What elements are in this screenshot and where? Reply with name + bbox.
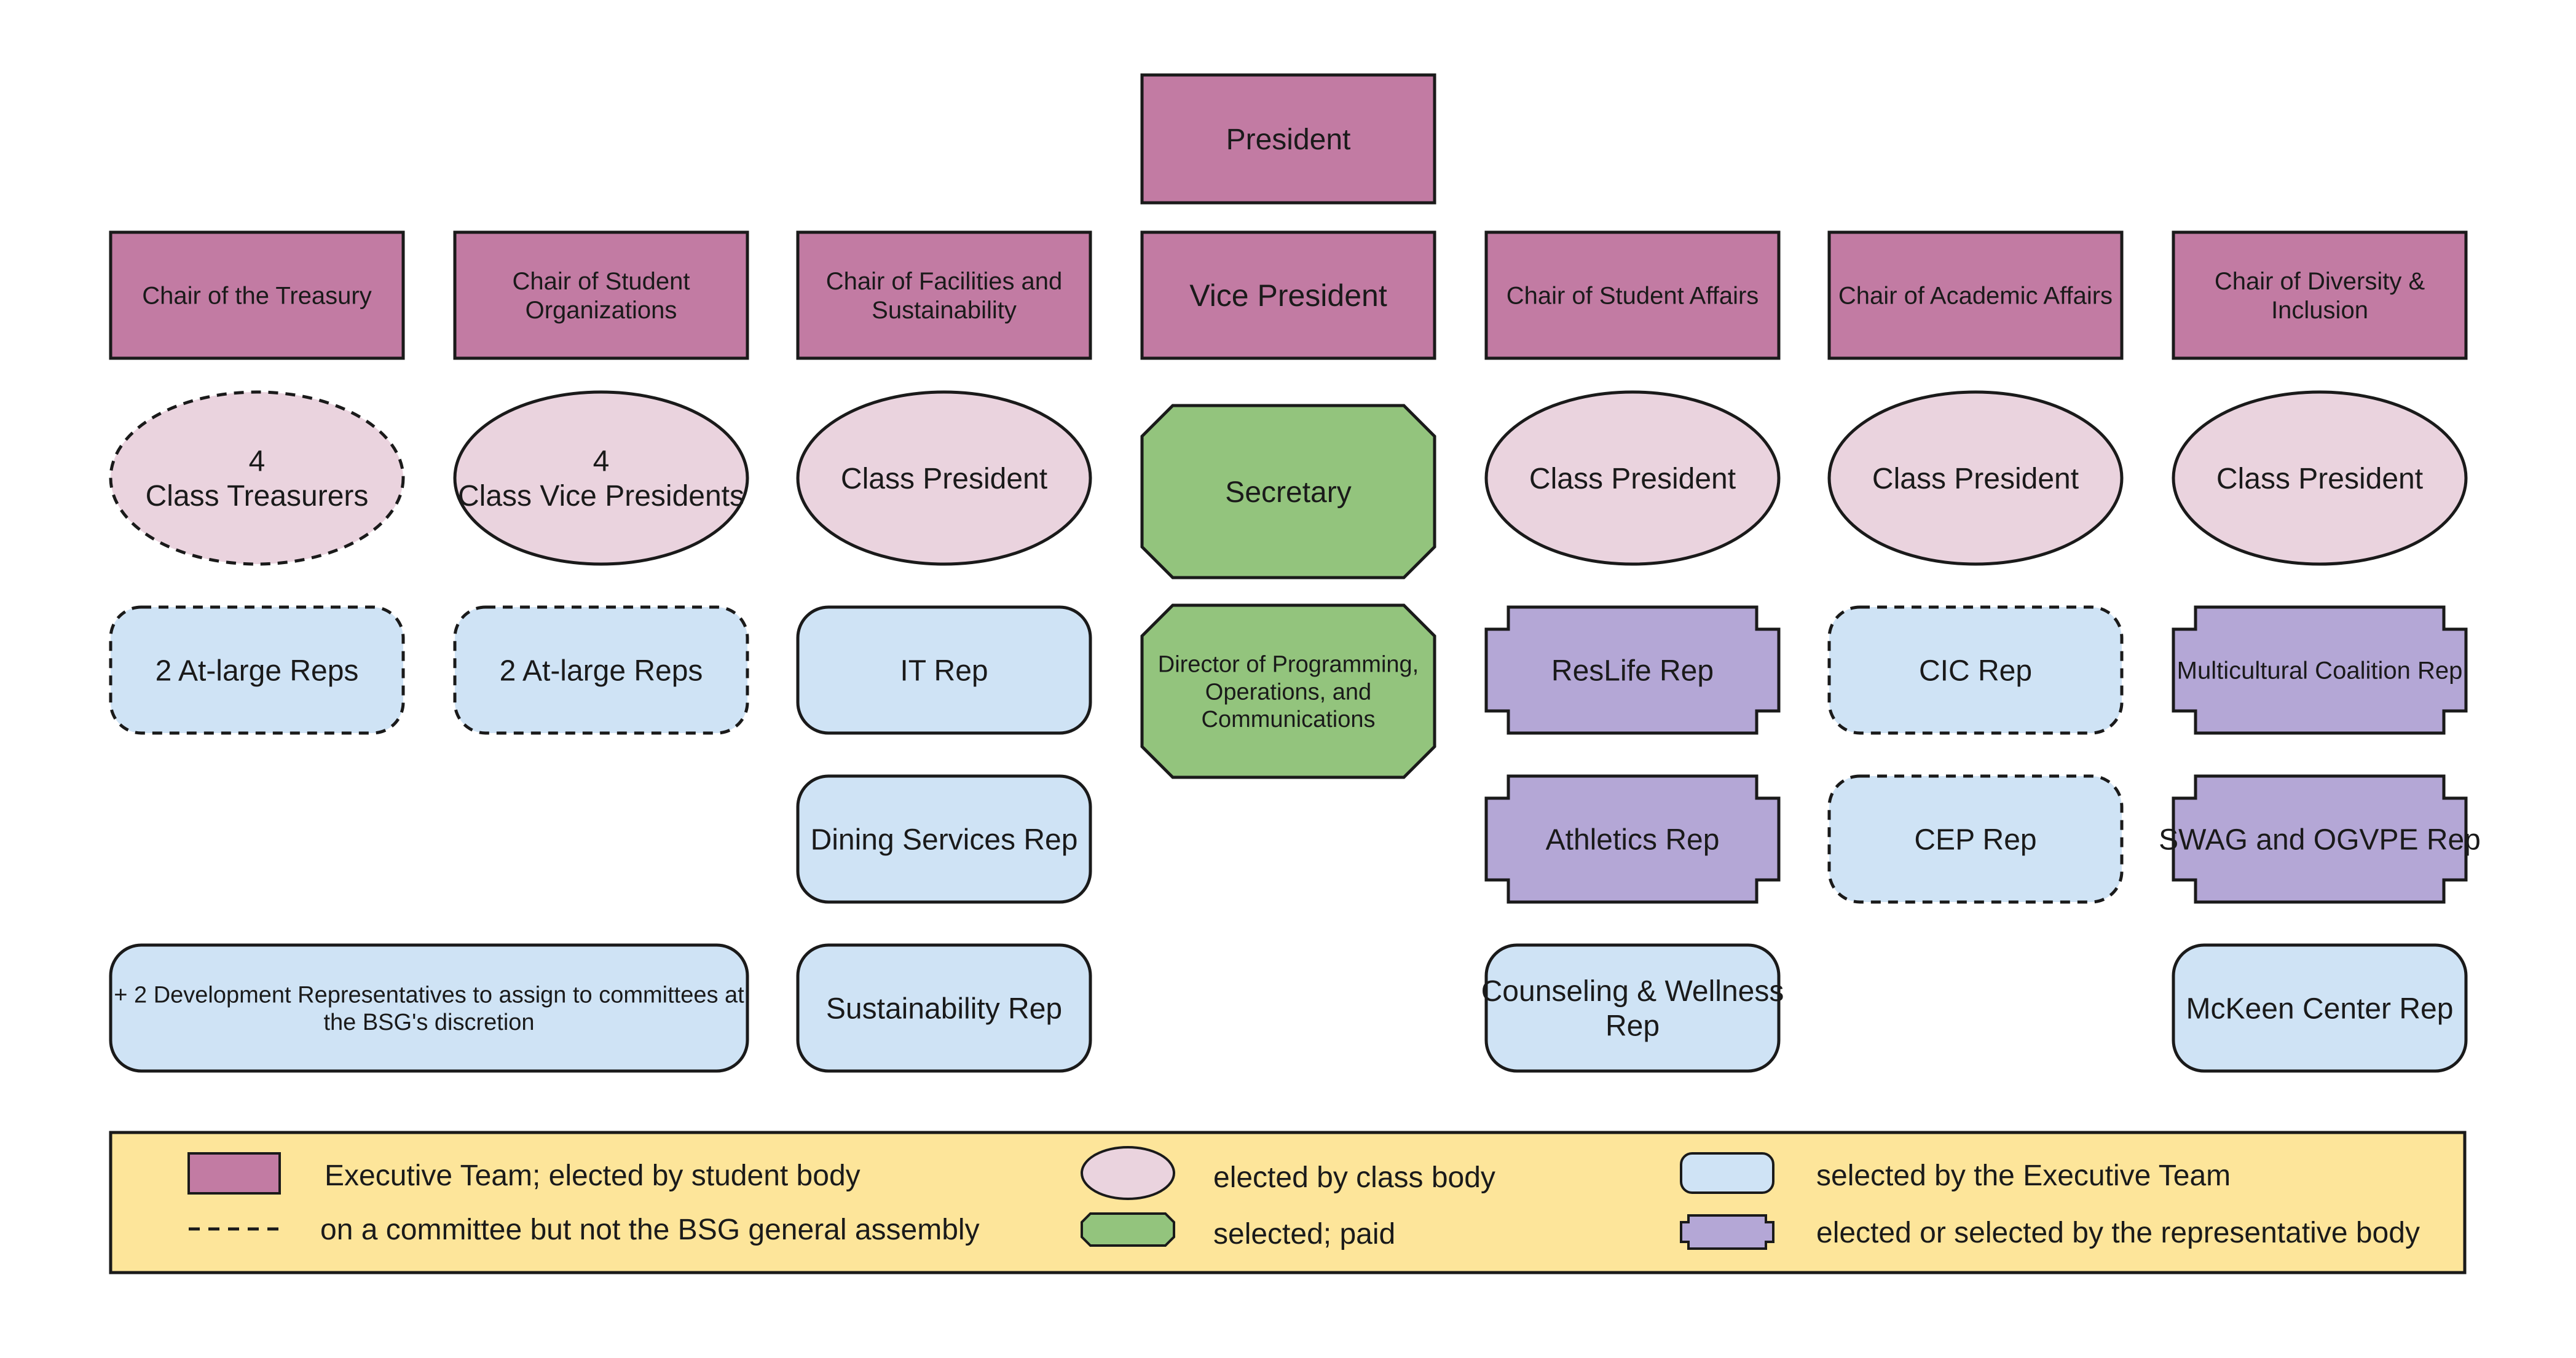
legend-background bbox=[109, 1131, 2467, 1274]
legend-executive-label: Executive Team; elected by student body bbox=[325, 1160, 861, 1192]
cic-rep-chair-of-academic-affairs-node bbox=[1827, 605, 2124, 735]
development-reps-label-line-2: the BSG's discretion bbox=[323, 1010, 534, 1035]
2-at-large-reps-chair-of-student-organizations-label: 2 At-large Reps bbox=[500, 654, 703, 687]
multicultural-coalition-rep-chair-of-diversity-and-inclusion-node bbox=[2172, 605, 2468, 735]
chair-of-student-affairs-label: Chair of Student Affairs bbox=[1507, 283, 1759, 310]
chair-of-student-affairs-box bbox=[1484, 230, 1781, 360]
chair-of-facilities-and-sustainability-label-line-1: Chair of Facilities and bbox=[826, 268, 1063, 295]
legend-selected-paid-swatch bbox=[1081, 1212, 1175, 1247]
4-class-treasurers-chair-of-the-treasury-node bbox=[109, 390, 405, 566]
chair-of-student-organizations-box bbox=[453, 230, 749, 360]
it-rep-chair-of-facilities-and-sustainability-label: IT Rep bbox=[900, 654, 988, 687]
secretary-vice-president-label: Secretary bbox=[1225, 476, 1351, 509]
class-president-chair-of-diversity-and-inclusion-label: Class President bbox=[2216, 463, 2423, 495]
director-of-programming-operations-and-communications-vice-president-label-line-2: Operations, and bbox=[1205, 679, 1371, 705]
swag-and-ogvpe-rep-chair-of-diversity-and-inclusion-label: SWAG and OGVPE Rep bbox=[2159, 823, 2481, 856]
legend: Executive Team; elected by student body … bbox=[109, 1131, 2467, 1274]
4-class-vice-presidents-chair-of-student-organizations-node bbox=[453, 390, 749, 566]
chair-of-academic-affairs-label: Chair of Academic Affairs bbox=[1838, 283, 2113, 310]
4-class-treasurers-chair-of-the-treasury-label-line-1: 4 bbox=[249, 445, 266, 477]
chair-of-academic-affairs-box bbox=[1827, 230, 2124, 360]
chair-of-student-organizations-label-line-1: Chair of Student bbox=[512, 268, 690, 295]
reslife-rep-chair-of-student-affairs-node bbox=[1484, 605, 1781, 735]
secretary-vice-president-node bbox=[1140, 404, 1436, 579]
swag-and-ogvpe-rep-chair-of-diversity-and-inclusion-node bbox=[2172, 774, 2468, 904]
cic-rep-chair-of-academic-affairs-label: CIC Rep bbox=[1919, 654, 2032, 687]
chair-of-diversity-and-inclusion-label-line-2: Inclusion bbox=[2271, 297, 2368, 324]
4-class-vice-presidents-chair-of-student-organizations-label-line-1: 4 bbox=[593, 445, 610, 477]
director-of-programming-operations-and-communications-vice-president-node bbox=[1140, 603, 1436, 779]
chair-of-the-treasury-label: Chair of the Treasury bbox=[142, 283, 372, 310]
2-at-large-reps-chair-of-the-treasury-label: 2 At-large Reps bbox=[156, 654, 359, 687]
legend-executive-selected-swatch bbox=[1680, 1152, 1774, 1194]
athletics-rep-chair-of-student-affairs-label: Athletics Rep bbox=[1546, 823, 1720, 856]
multicultural-coalition-rep-chair-of-diversity-and-inclusion-label: Multicultural Coalition Rep bbox=[2177, 657, 2463, 685]
sustainability-rep-chair-of-facilities-and-sustainability-node bbox=[796, 943, 1092, 1073]
counseling-and-wellness-rep-chair-of-student-affairs-label-line-1: Counseling & Wellness bbox=[1481, 975, 1784, 1008]
vice-president-box bbox=[1140, 230, 1436, 360]
legend-class-body-label: elected by class body bbox=[1213, 1161, 1495, 1194]
mckeen-center-rep-chair-of-diversity-and-inclusion-node bbox=[2172, 943, 2468, 1073]
athletics-rep-chair-of-student-affairs-node bbox=[1484, 774, 1781, 904]
mckeen-center-rep-chair-of-diversity-and-inclusion-label: McKeen Center Rep bbox=[2186, 992, 2454, 1025]
chair-of-the-treasury-box bbox=[109, 230, 405, 360]
chair-of-facilities-and-sustainability-label-line-2: Sustainability bbox=[872, 297, 1017, 324]
legend-executive-swatch bbox=[187, 1152, 281, 1195]
chair-of-student-organizations-label-line-2: Organizations bbox=[526, 297, 677, 324]
president-label: President bbox=[1226, 124, 1351, 156]
class-president-chair-of-academic-affairs-node bbox=[1827, 390, 2124, 566]
development-reps-node bbox=[109, 943, 749, 1073]
sustainability-rep-chair-of-facilities-and-sustainability-label: Sustainability Rep bbox=[826, 992, 1062, 1025]
legend-dashed-label: on a committee but not the BSG general a… bbox=[320, 1214, 980, 1246]
4-class-treasurers-chair-of-the-treasury-label-line-2: Class Treasurers bbox=[146, 480, 369, 512]
development-reps-label-line-1: + 2 Development Representatives to assig… bbox=[114, 982, 744, 1008]
class-president-chair-of-student-affairs-label: Class President bbox=[1529, 463, 1736, 495]
class-president-chair-of-student-affairs-node bbox=[1484, 390, 1781, 566]
dining-services-rep-chair-of-facilities-and-sustainability-label: Dining Services Rep bbox=[811, 823, 1078, 856]
director-of-programming-operations-and-communications-vice-president-label-line-1: Director of Programming, bbox=[1158, 651, 1419, 677]
2-at-large-reps-chair-of-the-treasury-node bbox=[109, 605, 405, 735]
vice-president-label: Vice President bbox=[1189, 278, 1387, 313]
chair-of-diversity-and-inclusion-label-line-1: Chair of Diversity & bbox=[2215, 268, 2425, 295]
legend-rep-body-label: elected or selected by the representativ… bbox=[1816, 1217, 2420, 1249]
it-rep-chair-of-facilities-and-sustainability-node bbox=[796, 605, 1092, 735]
counseling-and-wellness-rep-chair-of-student-affairs-node bbox=[1484, 943, 1781, 1073]
dining-services-rep-chair-of-facilities-and-sustainability-node bbox=[796, 774, 1092, 904]
cep-rep-chair-of-academic-affairs-node bbox=[1827, 774, 2124, 904]
class-president-chair-of-diversity-and-inclusion-node bbox=[2172, 390, 2468, 566]
class-president-chair-of-facilities-and-sustainability-node bbox=[796, 390, 1092, 566]
chair-of-facilities-and-sustainability-box bbox=[796, 230, 1092, 360]
legend-selected-paid-label: selected; paid bbox=[1213, 1218, 1395, 1250]
legend-executive-selected-label: selected by the Executive Team bbox=[1816, 1160, 2231, 1192]
reslife-rep-chair-of-student-affairs-label: ResLife Rep bbox=[1551, 654, 1714, 687]
4-class-vice-presidents-chair-of-student-organizations-label-line-2: Class Vice Presidents bbox=[458, 480, 744, 512]
counseling-and-wellness-rep-chair-of-student-affairs-label-line-2: Rep bbox=[1605, 1010, 1660, 1043]
legend-class-body-swatch bbox=[1081, 1146, 1175, 1200]
class-president-chair-of-academic-affairs-label: Class President bbox=[1872, 463, 2079, 495]
director-of-programming-operations-and-communications-vice-president-label-line-3: Communications bbox=[1202, 707, 1376, 732]
legend-rep-body-swatch bbox=[1680, 1214, 1774, 1250]
2-at-large-reps-chair-of-student-organizations-node bbox=[453, 605, 749, 735]
cep-rep-chair-of-academic-affairs-label: CEP Rep bbox=[1914, 823, 2036, 856]
president-box bbox=[1140, 73, 1436, 205]
chair-of-diversity-and-inclusion-box bbox=[2172, 230, 2468, 360]
class-president-chair-of-facilities-and-sustainability-label: Class President bbox=[841, 463, 1047, 495]
